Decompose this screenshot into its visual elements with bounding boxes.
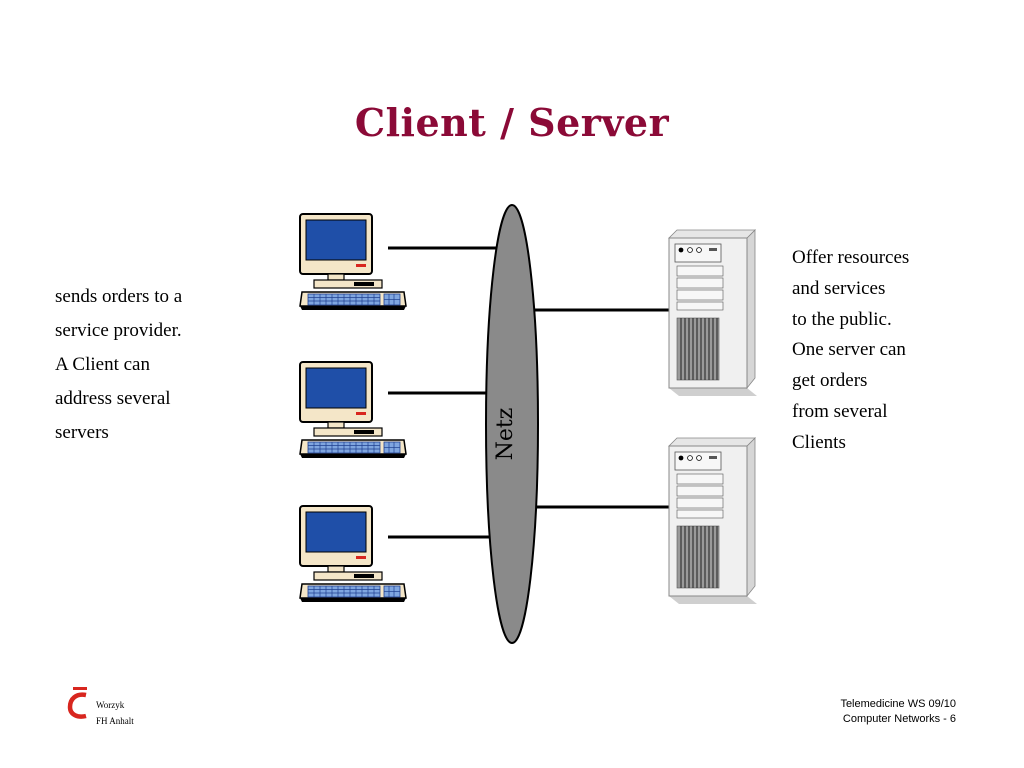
client-text-line: service provider. <box>55 320 182 341</box>
server-text-line: get orders <box>792 370 868 392</box>
tower-server-icon <box>668 229 758 397</box>
server-text-line: Offer resources <box>792 247 910 268</box>
fh-anhalt-logo-icon <box>66 683 92 721</box>
client-text-line: sends orders to a <box>55 286 183 307</box>
client-text-line: address several <box>55 388 171 409</box>
slide-title: Client / Server <box>354 100 670 145</box>
author-name: Worzyk <box>96 700 125 710</box>
network-ellipse <box>485 204 539 644</box>
client-text-line: A Client can <box>55 354 150 375</box>
institution-name: FH Anhalt <box>96 716 134 726</box>
course-label: Telemedicine WS 09/10 <box>840 698 956 710</box>
server-text-line: and services <box>792 277 886 299</box>
desktop-computer-icon <box>299 361 407 459</box>
server-description: Offer resources and services to the publ… <box>792 243 992 459</box>
server-text-line: to the public. <box>792 308 892 330</box>
desktop-computer-icon <box>299 213 407 311</box>
network-label: Netz <box>493 408 518 461</box>
client-text-line: servers <box>55 422 109 443</box>
server-text-line: from several <box>792 400 888 422</box>
slide-number: Computer Networks - 6 <box>842 713 956 725</box>
tower-server-icon <box>668 437 758 605</box>
client-description: sends orders to a service provider. A Cl… <box>55 280 255 450</box>
logo-text: Worzyk FH Anhalt <box>96 697 134 729</box>
desktop-computer-icon <box>299 505 407 603</box>
server-text-line: Clients <box>792 431 846 453</box>
server-text-line: One server can <box>792 339 906 361</box>
slide-footer: Telemedicine WS 09/10 Computer Networks … <box>840 697 956 727</box>
